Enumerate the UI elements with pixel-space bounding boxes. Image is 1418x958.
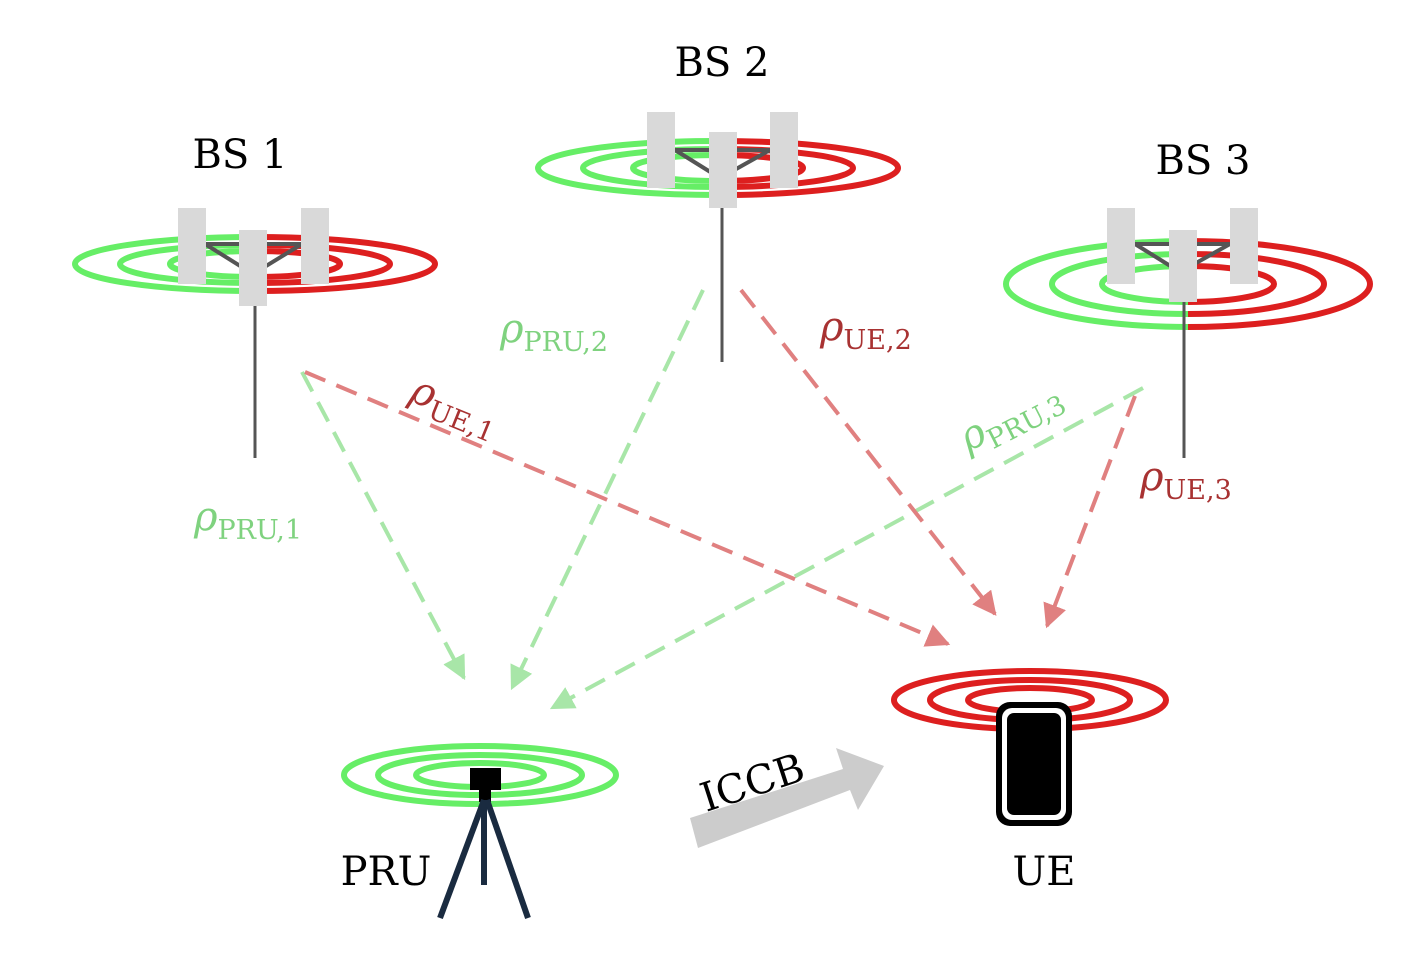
- tripod-icon: [437, 768, 531, 920]
- bs1-signal-rings-icon: [72, 234, 438, 294]
- arrow-bs3-to-ue: [1043, 395, 1137, 629]
- iccb-transfer: ICCB: [690, 745, 884, 848]
- bs3-label: BS 3: [1156, 138, 1251, 184]
- bs2-signal-rings-icon: [535, 138, 901, 198]
- bs1-label: BS 1: [193, 132, 288, 178]
- bs3-antenna-icon: [1107, 208, 1258, 458]
- base-station-3: BS 3: [1003, 138, 1373, 458]
- rho-pru-1-label: ρPRU,1: [193, 494, 302, 546]
- rho-ue-2-label: ρUE,2: [819, 304, 912, 356]
- pru-node: PRU: [341, 743, 619, 920]
- phone-icon: [996, 702, 1072, 826]
- transfer-arrow-icon: [690, 748, 884, 848]
- bs2-antenna-icon: [647, 112, 798, 362]
- rho-ue-1-label: ρUE,1: [401, 366, 506, 449]
- bs1-antenna-icon: [178, 208, 329, 458]
- ue-node: UE: [891, 668, 1169, 895]
- arrow-bs1-to-pru: [300, 371, 466, 681]
- pru-measurement-arrows: [300, 289, 1144, 710]
- rho-pru-2-label: ρPRU,2: [499, 306, 608, 358]
- pru-label: PRU: [341, 849, 432, 895]
- base-station-2: BS 2: [535, 40, 901, 362]
- arrow-bs2-to-pru: [510, 289, 705, 691]
- bs3-signal-rings-icon: [1003, 238, 1373, 330]
- ue-measurement-arrows: [304, 288, 1137, 647]
- arrow-bs1-to-ue: [304, 370, 951, 647]
- base-station-1: BS 1: [72, 132, 438, 458]
- rho-pru-3-label: ρPRU,3: [951, 371, 1072, 467]
- ue-label: UE: [1013, 849, 1076, 895]
- arrow-bs2-to-ue: [739, 288, 997, 616]
- arrow-bs3-to-pru: [549, 386, 1144, 710]
- bs2-label: BS 2: [675, 40, 770, 86]
- rho-ue-3-label: ρUE,3: [1139, 454, 1232, 506]
